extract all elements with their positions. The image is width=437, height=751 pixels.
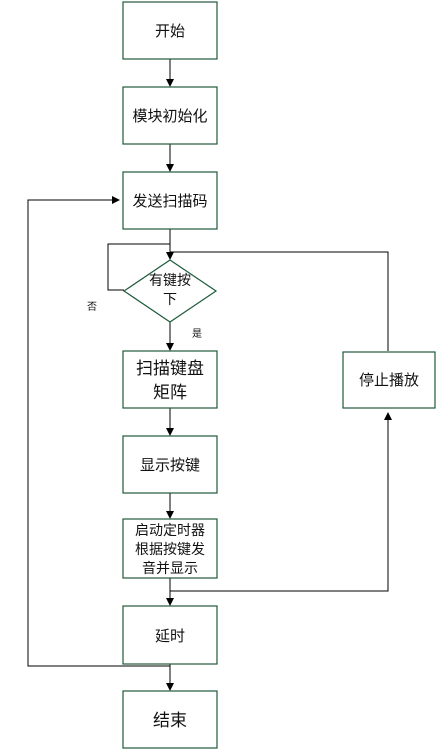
no-label: 否 [87,301,97,313]
node-key-pressed-text-line1: 有键按 [149,273,191,289]
node-stop-play: 停止播放 [342,351,436,409]
node-send-scan: 发送扫描码 [122,171,218,230]
node-key-pressed-text-line2: 下 [163,292,177,308]
node-display-key: 显示按键 [122,435,218,494]
node-timer-sound: 启动定时器 根据按键发 音并显示 [122,518,218,579]
node-start-text: 开始 [155,22,185,40]
node-end-text: 结束 [153,711,187,731]
node-init: 模块初始化 [122,86,218,145]
edge-decision-no-loop [107,243,170,291]
node-scan-matrix-text-line1: 扫描键盘 [136,359,204,379]
node-key-pressed-decision: 有键按 下 [122,259,218,323]
node-delay-text: 延时 [155,627,185,645]
yes-label: 是 [192,328,202,340]
node-scan-matrix-text-line2: 矩阵 [153,383,187,403]
node-display-key-text: 显示按键 [140,456,200,474]
node-timer-sound-text-line2: 根据按键发 [135,542,205,558]
node-stop-play-text: 停止播放 [359,371,419,389]
edge-stop-play-to-decision [170,251,389,351]
node-timer-sound-text-line1: 启动定时器 [135,523,205,539]
edge-timer-to-stop-play [170,412,392,592]
node-start: 开始 [122,1,218,60]
node-timer-sound-text-line3: 音并显示 [142,560,198,577]
node-scan-matrix: 扫描键盘 矩阵 [122,350,218,409]
node-delay: 延时 [122,605,218,665]
node-init-text: 模块初始化 [132,107,207,125]
node-end: 结束 [122,690,218,749]
edge-delay-loop-to-send-scan [27,196,171,667]
node-send-scan-text: 发送扫描码 [132,192,207,210]
